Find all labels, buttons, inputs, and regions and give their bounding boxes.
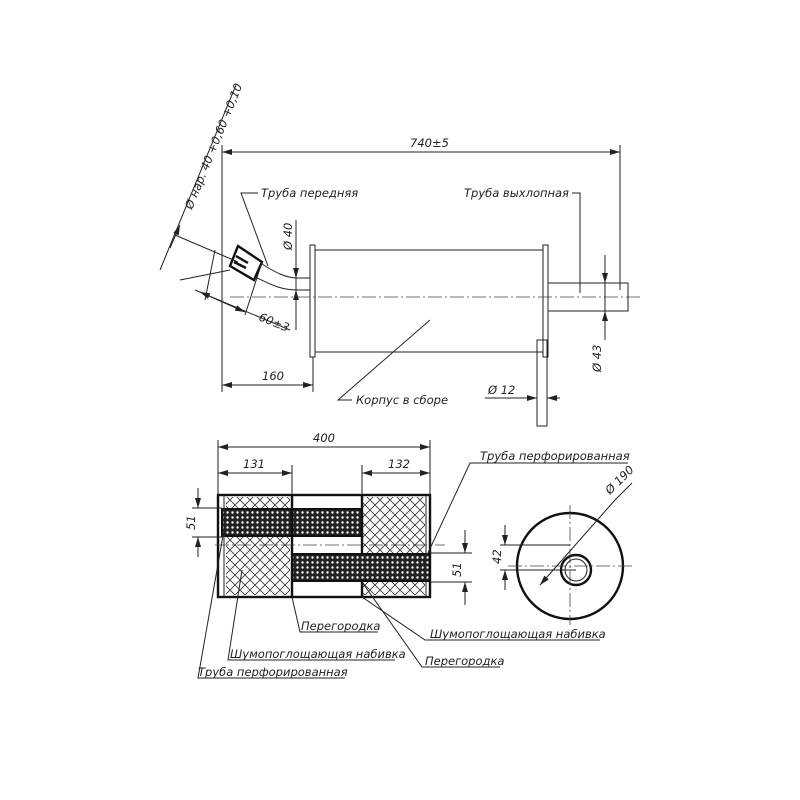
partition-label-2: Перегородка (425, 654, 504, 668)
exhaust-pipe-label: Труба выхлопная (464, 186, 569, 200)
section-body (216, 493, 432, 599)
absorber-label-1: Шумопоглощающая набивка (430, 627, 606, 641)
front-pipe-label: Труба передняя (261, 186, 358, 200)
outlet-diameter-dim: Ø 43 (590, 345, 604, 373)
exhaust-pipe (547, 282, 629, 312)
left-chamber-dim: 131 (243, 457, 265, 471)
body-length-dim: 400 (313, 431, 335, 445)
right-chamber-dim: 132 (388, 457, 410, 471)
inlet-length-dim: 60±3 (257, 310, 292, 335)
section-view: 400 131 132 51 51 42 Ø 190 Труба перфори… (184, 431, 637, 679)
upper-pipe-dim: 51 (184, 515, 198, 530)
perforated-pipe-lower (291, 553, 431, 582)
absorber-bottom-right (363, 582, 425, 595)
bracket-diameter-dim: Ø 12 (487, 383, 515, 397)
muffler-body (314, 249, 544, 353)
body-flange-left (309, 244, 316, 358)
top-view: 740±5 160 Ø 40 Ø 43 Ø 12 Ø нар. 40 +0,60… (159, 81, 640, 427)
partition-label-1: Перегородка (301, 619, 380, 633)
inlet-tolerance-dim: Ø нар. 40 +0,60 +0,10 (181, 81, 245, 212)
perforated-pipe-label-bottom: Труба перфорированная (198, 665, 348, 679)
mounting-bracket (536, 339, 548, 427)
absorber-bottom-left (226, 537, 290, 595)
front-pipe (254, 263, 310, 291)
pipe-offset-dim: 42 (490, 549, 504, 564)
inlet-diameter-dim: Ø 40 (281, 223, 295, 251)
overall-length-dim: 740±5 (410, 136, 449, 150)
absorber-label-2: Шумопоглощающая набивка (230, 647, 406, 661)
absorber-top-left (226, 497, 290, 508)
lower-pipe-dim: 51 (450, 562, 464, 577)
absorber-top-right (363, 497, 425, 553)
body-label: Корпус в сборе (356, 393, 448, 407)
offset-length-dim: 160 (262, 369, 284, 383)
perforated-pipe-label-top: Труба перфорированная (480, 449, 630, 463)
body-diameter-dim: Ø 190 (602, 463, 637, 498)
